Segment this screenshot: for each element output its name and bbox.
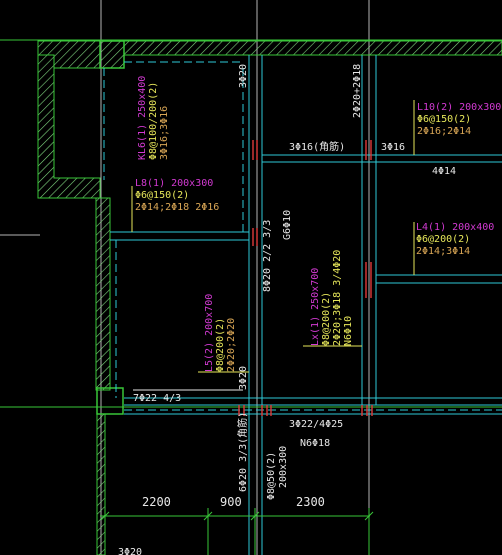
l4-label-1: L4(1) 200x400	[416, 222, 494, 233]
column-top-left	[99, 40, 125, 69]
h-mid-note-1: 3Φ16(角筋)	[289, 140, 345, 153]
wall-segment-bottom	[96, 413, 106, 555]
l8-label-2: Φ6@150(2)	[135, 190, 189, 201]
lx-label-4: N6Φ10	[343, 316, 354, 346]
v-low-note-1: 6Φ20 3/3(角筋)	[236, 412, 249, 492]
kl6-label-1: KL6(1) 250x400	[137, 76, 148, 160]
h-bot-left-note: 7Φ22 4/3	[133, 393, 181, 404]
column-bottom-left	[96, 387, 124, 415]
dimension-2200: 2200	[142, 495, 171, 509]
v-top-note-2: 2Φ20+2Φ18	[352, 64, 363, 118]
lx-label-1: Lx(1) 250x700	[310, 268, 321, 346]
l4-label-3: 2Φ14;3Φ14	[416, 246, 470, 257]
h-bot-n6-note: N6Φ18	[300, 438, 330, 449]
v-mid-note: 8Φ20 2/2 3/3	[262, 220, 273, 292]
bottom-note: 3Φ20	[118, 547, 142, 555]
l10-label-1: L10(2) 200x300	[417, 102, 501, 113]
v-bot-note: 3Φ20	[238, 366, 249, 390]
kl6-label-2: Φ8@100/200(2)	[148, 82, 159, 160]
h-mid-note-2: 3Φ16	[381, 142, 405, 153]
v-low-note-2: Φ8@50(2)	[266, 452, 277, 500]
wall-left	[37, 54, 101, 199]
l5-label-1: L5(2) 200x700	[204, 294, 215, 372]
rebar-marks	[238, 140, 373, 416]
kl6-label-3: 3Φ16;3Φ16	[159, 106, 170, 160]
v-top-note-1: 3Φ20	[238, 64, 249, 88]
h-note-4phi14: 4Φ14	[432, 166, 456, 177]
lx-label-3: 2Φ20;3Φ18 3/4Φ20	[332, 250, 343, 346]
beams	[103, 55, 502, 555]
h-bot-right-note: 3Φ22/4Φ25	[289, 419, 343, 430]
v-low-note-3: 200x300	[278, 446, 289, 488]
v-mid-note-2: G6Φ10	[282, 210, 293, 240]
l10-label-3: 2Φ16;2Φ14	[417, 126, 471, 137]
walls	[37, 40, 502, 555]
l10-label-2: Φ6@150(2)	[417, 114, 471, 125]
dimension-900: 900	[220, 495, 242, 509]
dimension-2300: 2300	[296, 495, 325, 509]
wall-top	[37, 40, 502, 69]
l4-label-2: Φ6@200(2)	[416, 234, 470, 245]
l5-label-3: 2Φ20;2Φ20	[226, 318, 237, 372]
l8-label-3: 2Φ14;2Φ18 2Φ16	[135, 202, 219, 213]
wall-left-lower	[95, 197, 111, 391]
lx-label-2: Φ8@200(2)	[321, 292, 332, 346]
l8-label-1: L8(1) 200x300	[135, 178, 213, 189]
dimension-line	[100, 508, 374, 555]
leader-lines	[131, 100, 415, 391]
l5-label-2: Φ8@200(2)	[215, 318, 226, 372]
